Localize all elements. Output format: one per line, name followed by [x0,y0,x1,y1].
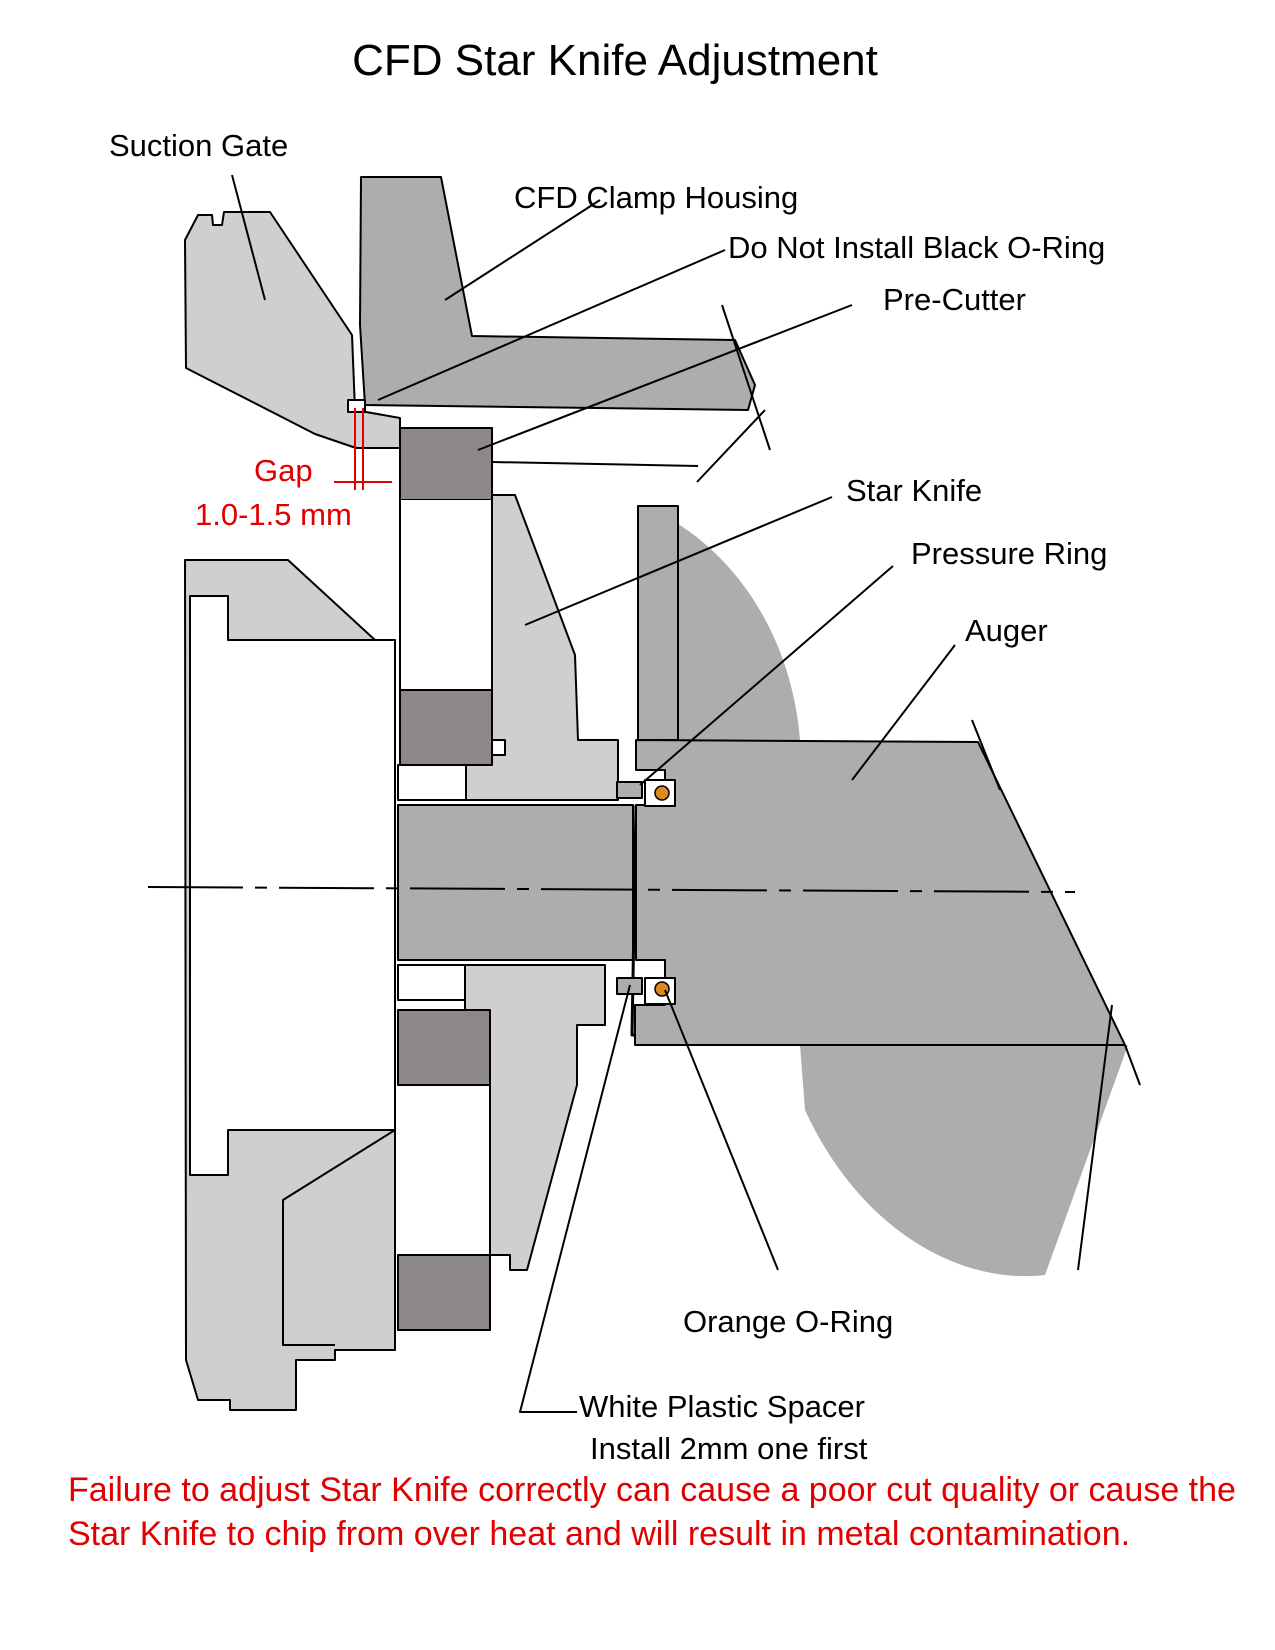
warning-text: Failure to adjust Star Knife correctly c… [68,1471,1236,1553]
gate-bore [189,595,396,1176]
label-pre-cutter: Pre-Cutter [883,282,1026,317]
star-knife-upper [464,494,619,801]
centerline [147,886,1076,893]
leader-suction-gate [231,174,266,301]
label-pressure-ring: Pressure Ring [911,536,1108,571]
leader-spacer [519,984,631,1413]
star-knife-lower [464,964,606,1271]
leader-pre-cutter [477,304,853,451]
auger-flight-upper [652,510,800,740]
leader-orange-oring [664,989,779,1271]
break-line-auger [971,719,1141,1271]
slot-lower [397,964,467,1001]
pre-cutter-slot [491,461,699,467]
suction-gate-upper [184,211,401,449]
pre-cutter [399,427,493,501]
gate-step [282,1129,396,1346]
slot-upper [397,764,467,801]
leader-black-oring [377,249,726,401]
leader-clamp-housing [444,199,601,301]
label-suction-gate: Suction Gate [109,128,289,163]
orange-oring-upper [654,785,670,801]
pressure-ring-plate [637,505,679,741]
spacer-pin-upper [616,781,643,799]
label-spacer-line1: White Plastic Spacer [579,1389,865,1424]
label-star-knife: Star Knife [846,473,983,508]
leader-star-knife [524,496,833,626]
oring-housing-upper [644,779,676,807]
label-orange-oring: Orange O-Ring [683,1304,894,1339]
dark-block-3 [397,1254,491,1331]
label-auger: Auger [965,613,1048,648]
label-black-oring: Do Not Install Black O-Ring [728,230,1106,265]
clamp-housing [359,176,756,411]
label-spacer-line2: Install 2mm one first [590,1431,868,1466]
leader-auger [851,644,956,781]
break-line-top [696,304,771,483]
gap-marker [334,408,392,490]
pre-cutter-slot-outline [399,500,493,691]
shaft [397,804,634,961]
gap-value: 1.0-1.5 mm [195,497,352,532]
leader-pressure-ring [639,565,894,786]
dark-block-2 [397,1009,491,1086]
label-clamp-housing: CFD Clamp Housing [514,180,799,215]
gap-label: Gap [254,453,313,488]
clamp-housing-small-block [347,399,366,413]
auger-flight-lower [800,1045,1128,1277]
dark-block-1 [399,689,493,766]
page-title: CFD Star Knife Adjustment [352,36,878,85]
